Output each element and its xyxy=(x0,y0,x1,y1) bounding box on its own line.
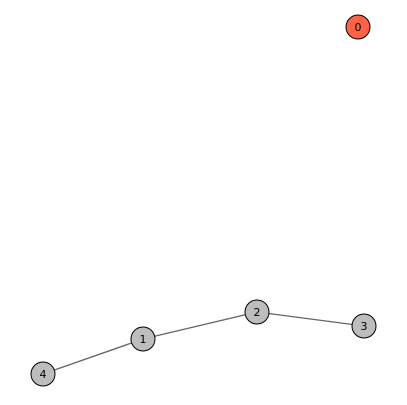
node-4: 4 xyxy=(30,361,56,387)
nodes-layer: 0 1 2 3 4 xyxy=(30,14,377,387)
edge-4-1 xyxy=(42,338,144,375)
edges-layer xyxy=(42,311,365,375)
node-circle xyxy=(345,14,371,40)
node-label: 1 xyxy=(140,333,147,346)
node-label: 0 xyxy=(355,21,362,34)
node-circle xyxy=(130,326,156,352)
node-circle xyxy=(351,313,377,339)
node-0: 0 xyxy=(345,14,371,40)
node-label: 3 xyxy=(361,320,368,333)
node-label: 4 xyxy=(40,368,47,381)
node-circle xyxy=(30,361,56,387)
node-circle xyxy=(244,299,270,325)
node-2: 2 xyxy=(244,299,270,325)
node-3: 3 xyxy=(351,313,377,339)
node-1: 1 xyxy=(130,326,156,352)
edge-1-2 xyxy=(142,311,258,340)
node-label: 2 xyxy=(254,306,261,319)
edge-2-3 xyxy=(256,311,365,327)
